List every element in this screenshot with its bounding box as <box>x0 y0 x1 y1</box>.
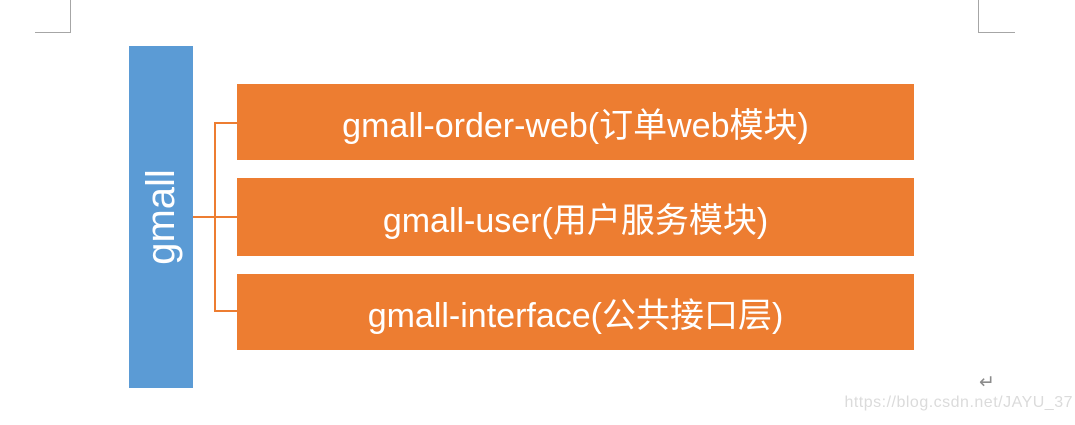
crop-mark-top-left-horizontal <box>35 32 71 33</box>
watermark-text: https://blog.csdn.net/JAYU_37 <box>844 394 1073 411</box>
connector-stub-child-1 <box>214 122 238 124</box>
root-node-label: gmall <box>139 169 183 265</box>
child-node-gmall-user: gmall-user(用户服务模块) <box>237 178 914 256</box>
crop-mark-top-left-vertical <box>70 0 71 32</box>
child-node-gmall-interface: gmall-interface(公共接口层) <box>237 274 914 350</box>
crop-mark-top-right-vertical <box>978 0 979 32</box>
root-node-gmall: gmall <box>129 46 193 388</box>
paragraph-return-icon: ↵ <box>979 372 995 393</box>
connector-trunk <box>214 123 216 312</box>
connector-stub-child-3 <box>214 310 238 312</box>
child-node-gmall-order-web: gmall-order-web(订单web模块) <box>237 84 914 160</box>
crop-mark-top-right-horizontal <box>978 32 1015 33</box>
